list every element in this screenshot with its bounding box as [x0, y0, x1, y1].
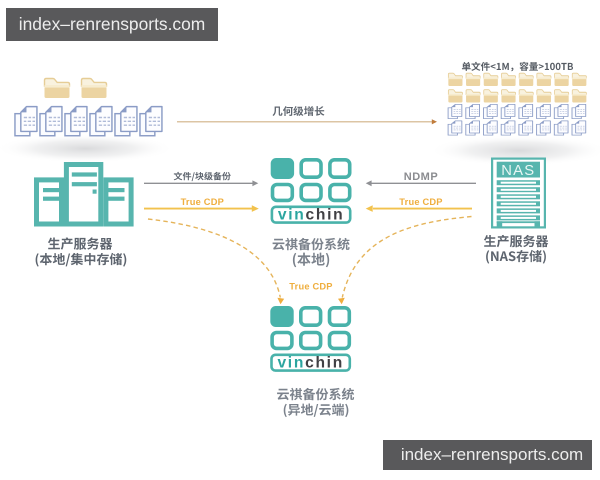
svg-text:True CDP: True CDP — [289, 282, 332, 292]
svg-text:NAS: NAS — [501, 163, 535, 179]
svg-text:vinchin: vinchin — [277, 354, 344, 371]
svg-text:vinchin: vinchin — [278, 206, 345, 223]
svg-text:NDMP: NDMP — [404, 171, 438, 183]
svg-text:True CDP: True CDP — [399, 197, 442, 207]
svg-text:True CDP: True CDP — [181, 197, 224, 207]
